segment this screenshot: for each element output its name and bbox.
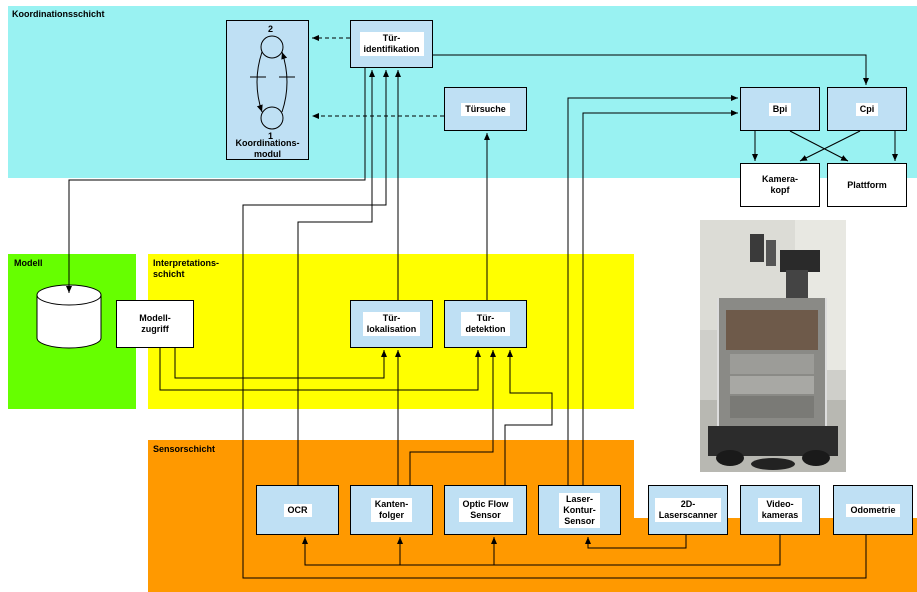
model-database-cylinder: [37, 285, 101, 348]
coordination-module-label: Koordinations- modul: [226, 138, 309, 160]
petri-state-2-label: 2: [268, 24, 273, 35]
petri-net: [250, 36, 295, 129]
